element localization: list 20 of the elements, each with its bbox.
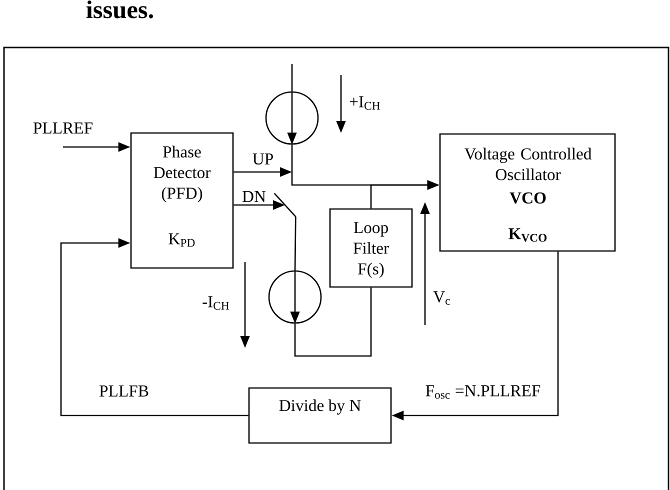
block-box: Divide by N — [248, 387, 392, 444]
signal-label: PLLREF — [33, 122, 92, 134]
arrow-label: -I$_{CH}$ — [202, 296, 229, 310]
arrow-label: +I$_{CH}$ — [350, 96, 380, 110]
wire — [291, 64, 293, 92]
current-source-symbol — [268, 270, 322, 324]
edge-label: PLLFB — [99, 386, 148, 396]
block-box: Phase Detector (PFD) K$_{PD}$ — [130, 132, 234, 269]
block-box: Loop Filter F(s) — [329, 208, 413, 288]
switch-symbol — [274, 192, 296, 218]
wire — [294, 216, 296, 270]
edge-label: F$_{osc}$ =N.PLLREF — [426, 385, 540, 399]
block-box: Voltage Controlled Oscillator VCO K$_{VCO}$ — [439, 133, 616, 252]
edge-label: UP — [252, 153, 273, 165]
arrow-label: V$_{c}$ — [433, 291, 450, 305]
current-source-symbol — [265, 91, 319, 145]
wire — [294, 288, 372, 357]
arrow — [60, 238, 248, 416]
text-fragment: issues. — [86, 0, 154, 18]
edge-label: DN — [242, 191, 266, 202]
